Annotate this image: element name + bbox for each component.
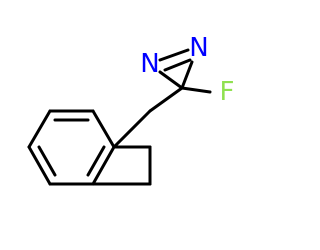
benzene-ring [27, 109, 116, 186]
bond-to-diazirine [148, 86, 184, 113]
bond-butane-5 [112, 109, 152, 149]
diazirine-ring [158, 48, 212, 94]
bond-ring-6 [27, 109, 52, 149]
structure-canvas: N N F [27, 33, 235, 186]
bond-n-n-1 [158, 48, 190, 62]
cyclobutane-ring [91, 109, 152, 186]
bond-c-n1 [158, 70, 184, 90]
bond-ring-inner-3 [37, 145, 57, 177]
atom-f-label: F [220, 77, 235, 107]
bond-n-n-2 [163, 58, 192, 72]
bond-ring-5 [27, 145, 52, 186]
atom-n2-label: N [189, 33, 208, 63]
molecule-structure: N N F [27, 33, 235, 186]
bond-ring-3 [91, 145, 116, 186]
bond-c-f [180, 86, 212, 94]
atom-n1-label: N [140, 49, 159, 79]
bond-ring-inner-2 [86, 145, 106, 177]
bond-ring-2 [91, 109, 116, 149]
bond-c-n2 [180, 60, 194, 90]
